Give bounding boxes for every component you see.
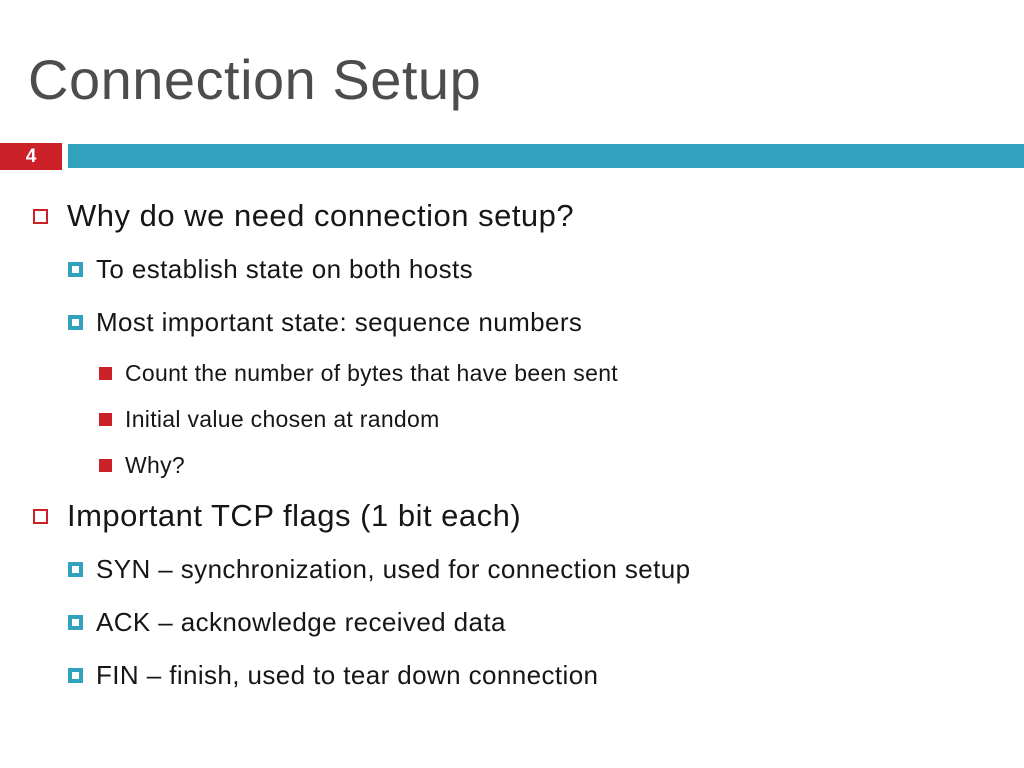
title-divider-bar [68,144,1024,168]
level2-bullet-icon [68,314,83,330]
slide-body: Why do we need connection setup? To esta… [0,196,1024,711]
slide-title: Connection Setup [28,48,482,111]
bullet-text: Initial value chosen at random [125,405,440,432]
bullet-text: SYN – synchronization, used for connecti… [96,553,691,584]
bullet-text: Most important state: sequence numbers [96,306,583,337]
level1-bullet-icon [33,208,48,224]
level2-bullet-icon [68,667,83,683]
level2-bullet-icon [68,261,83,277]
bullet-item: Important TCP flags (1 bit each) [0,496,1024,536]
bullet-text: Why? [125,451,185,478]
level2-bullet-icon [68,561,83,577]
bullet-item: ACK – acknowledge received data [0,605,1024,639]
bullet-item: Count the number of bytes that have been… [0,358,1024,388]
bullet-item: FIN – finish, used to tear down connecti… [0,658,1024,692]
bullet-item: Initial value chosen at random [0,404,1024,434]
bullet-text: Count the number of bytes that have been… [125,359,618,386]
bullet-item: Most important state: sequence numbers [0,305,1024,339]
bullet-item: To establish state on both hosts [0,252,1024,286]
level3-bullet-icon [99,458,112,472]
level3-bullet-icon [99,412,112,426]
bullet-text: FIN – finish, used to tear down connecti… [96,659,599,690]
slide-number-badge: 4 [0,143,62,170]
bullet-text: To establish state on both hosts [96,253,474,284]
slide-number: 4 [25,145,37,167]
level2-bullet-icon [68,614,83,630]
bullet-text: Why do we need connection setup? [67,198,575,233]
level1-bullet-icon [33,508,48,524]
level3-bullet-icon [99,366,112,380]
bullet-item: SYN – synchronization, used for connecti… [0,552,1024,586]
bullet-item: Why do we need connection setup? [0,196,1024,236]
bullet-item: Why? [0,450,1024,480]
bullet-text: Important TCP flags (1 bit each) [67,498,522,533]
bullet-text: ACK – acknowledge received data [96,606,506,637]
